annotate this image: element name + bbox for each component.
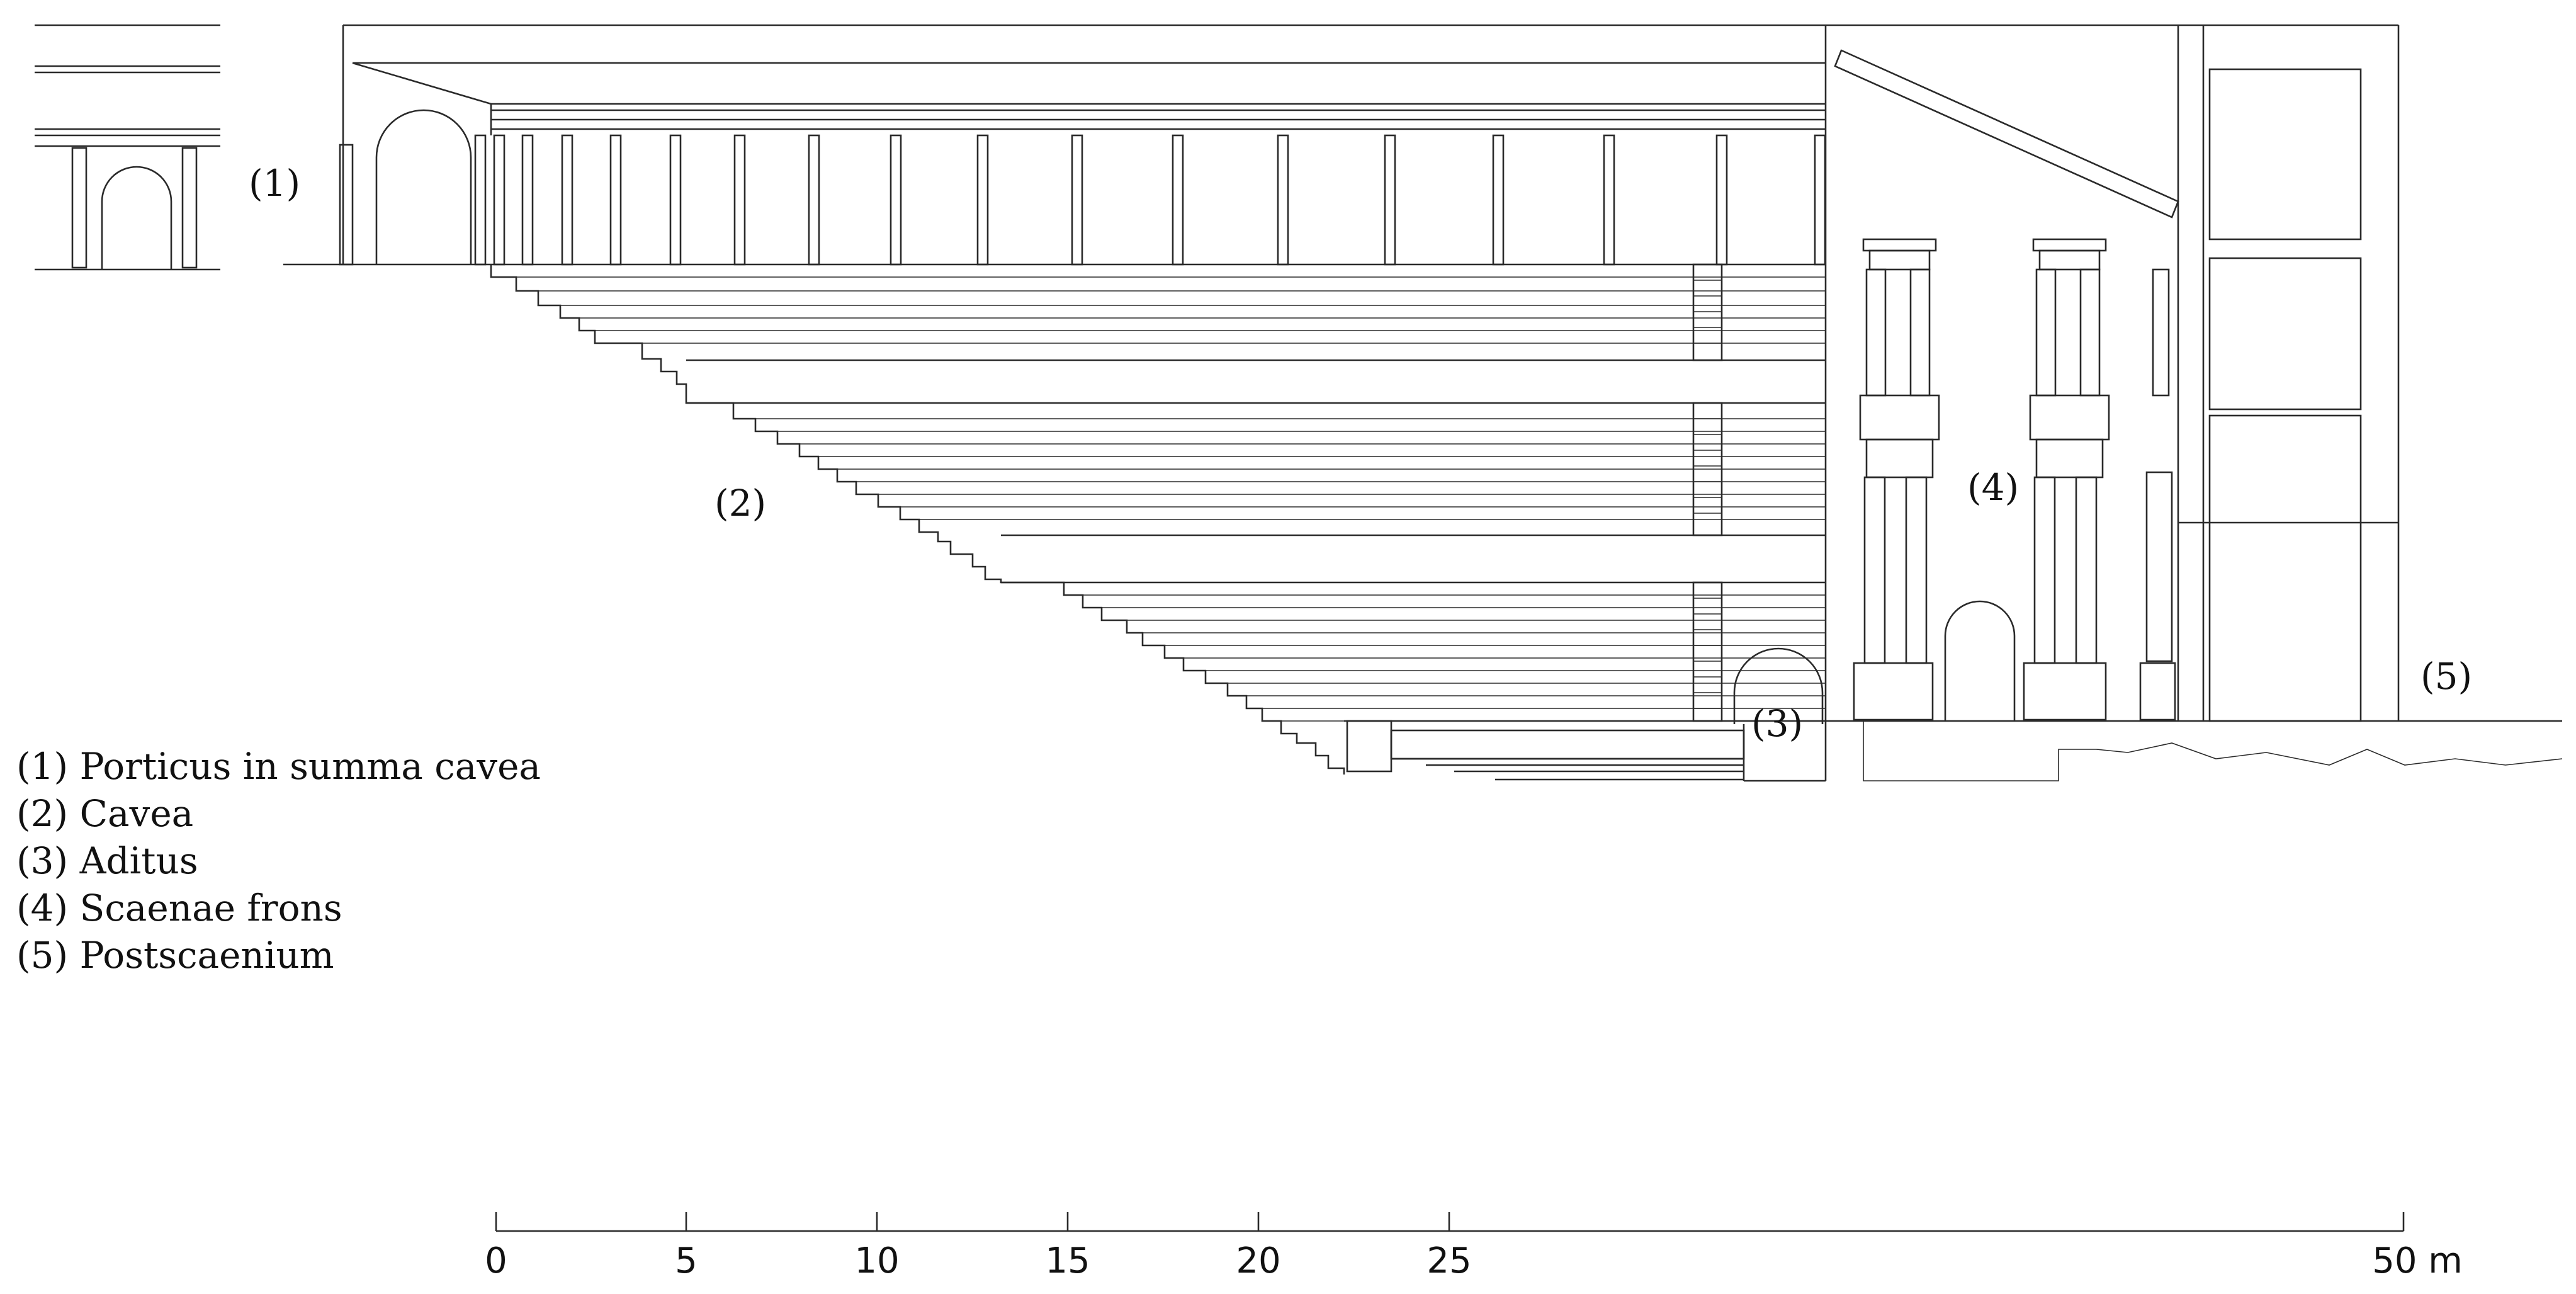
legend-item-cavea: (2) Cavea (16, 792, 194, 835)
callout-aditus: (3) (1751, 702, 1804, 745)
scale-tick-label: 20 (1236, 1240, 1281, 1281)
cavea-seating (490, 263, 1826, 781)
legend-item-porticus: (1) Porticus in summa cavea (16, 745, 541, 788)
callout-porticus: (1) (249, 162, 301, 205)
scale-tick-label: 15 (1045, 1240, 1090, 1281)
callout-postscaenium: (5) (2421, 655, 2473, 698)
scale-bar (495, 1212, 2405, 1232)
porticus-summa-cavea (283, 24, 1826, 266)
legend-item-postscaenium: (5) Postscaenium (16, 934, 334, 977)
aditus (1733, 647, 1826, 782)
portico-detail (35, 24, 220, 271)
scale-tick-label-end: 50 m (2372, 1240, 2463, 1281)
scale-tick-label: 5 (675, 1240, 698, 1281)
legend-item-scaenae-frons: (4) Scaenae frons (16, 887, 342, 929)
legend: (1) Porticus in summa cavea (2) Cavea (3… (16, 743, 541, 979)
scale-tick-label: 0 (485, 1240, 507, 1281)
scale-tick-label: 10 (854, 1240, 900, 1281)
callout-cavea: (2) (715, 482, 767, 525)
scaenae-frons (1824, 24, 2562, 781)
legend-item-aditus: (3) Aditus (16, 839, 198, 882)
callout-scaenae-frons: (4) (1967, 466, 2020, 509)
postscaenium (1863, 25, 2563, 781)
scale-tick-label: 25 (1426, 1240, 1472, 1281)
